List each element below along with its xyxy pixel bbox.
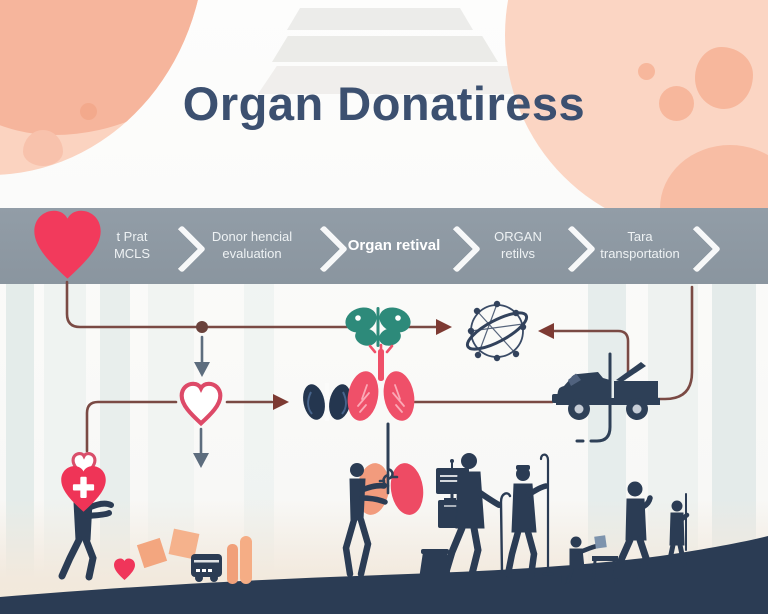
page-title: Organ Donatiress: [182, 77, 586, 130]
decorative-blob-top-right: [505, 0, 768, 235]
step-label: Tara: [627, 229, 653, 244]
step-label: transportation: [600, 245, 680, 261]
process-banner: t Prat MCLS Donor hencial evaluation Org…: [0, 208, 768, 284]
ceiling-band: [287, 8, 473, 30]
step-label: t Prat: [116, 229, 148, 244]
step-label: MCLS: [113, 245, 151, 261]
process-step-5: Tara transportation: [578, 229, 702, 263]
ceiling-band: [258, 66, 526, 94]
step-label: Donor hencial: [211, 229, 293, 244]
process-step-4: ORGAN retilvs: [458, 229, 578, 263]
process-step-3: Organ retival: [330, 236, 458, 256]
step-label: Organ retival: [347, 237, 441, 254]
ceiling-band: [272, 36, 498, 62]
step-label: ORGAN: [494, 229, 542, 244]
step-label: retilvs: [501, 245, 535, 261]
process-step-2: Donor hencial evaluation: [192, 229, 312, 263]
corridor-floor: [0, 498, 768, 614]
process-step-1: t Prat MCLS: [72, 229, 192, 263]
step-label: evaluation: [222, 245, 282, 261]
